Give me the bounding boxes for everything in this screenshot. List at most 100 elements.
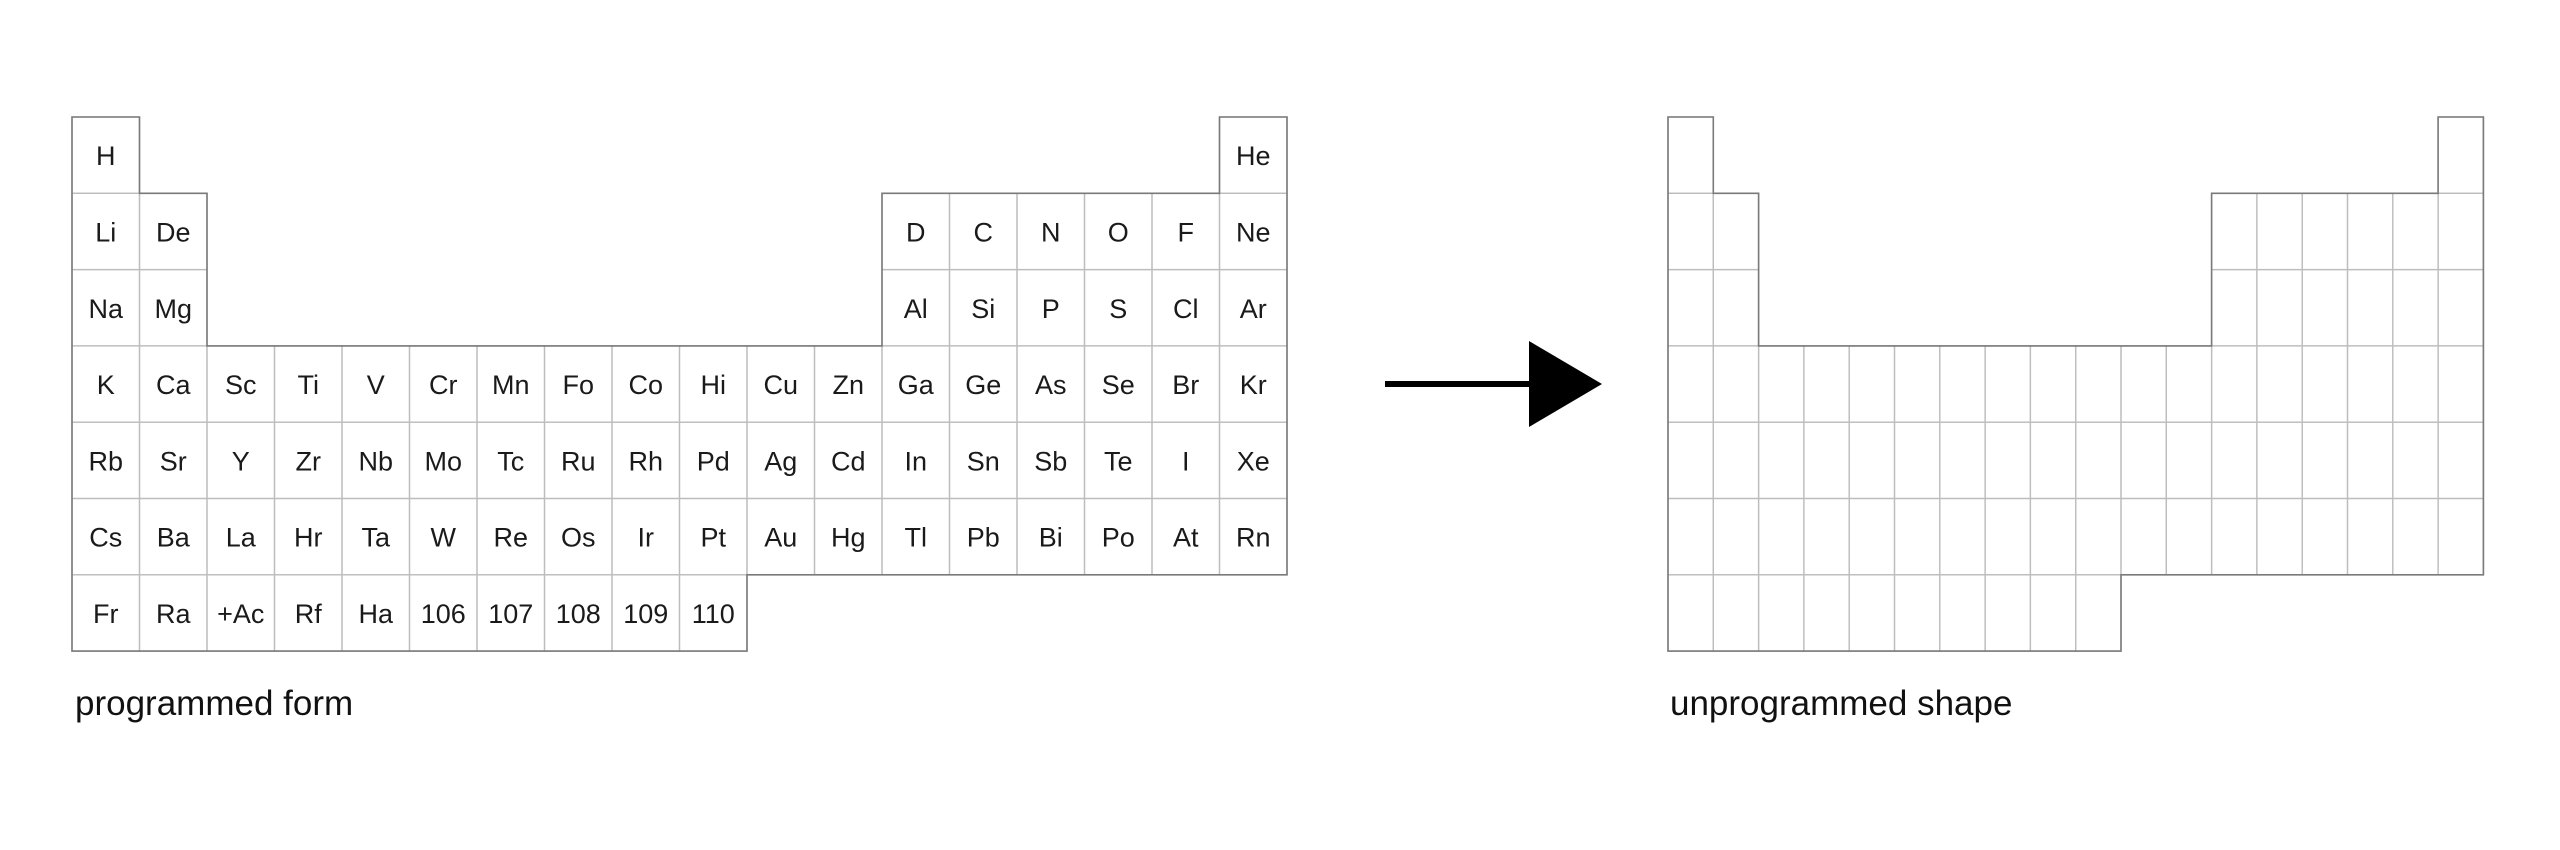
table-cell	[1757, 345, 1805, 423]
table-cell	[1939, 497, 1986, 576]
table-cell	[1893, 421, 1941, 500]
table-cell	[2120, 421, 2167, 500]
element-symbol: Sn	[967, 446, 1000, 476]
table-cell	[2210, 192, 2258, 271]
table-cell	[2029, 345, 2077, 423]
element-symbol: Br	[1172, 370, 1199, 400]
table-cell	[2301, 497, 2349, 576]
element-symbol: Ti	[298, 370, 320, 400]
table-cell	[1848, 574, 1896, 652]
element-symbol: Cd	[831, 446, 866, 476]
table-cell	[1667, 345, 1714, 423]
element-symbol: Te	[1104, 446, 1133, 476]
element-symbol: Po	[1102, 523, 1135, 553]
table-cell	[2256, 497, 2303, 576]
table-cell	[2392, 497, 2439, 576]
element-symbol: Mg	[154, 294, 192, 324]
element-symbol: Pd	[697, 446, 730, 476]
element-symbol: Pt	[700, 523, 726, 553]
element-symbol: O	[1108, 217, 1129, 247]
table-cell	[2075, 497, 2122, 576]
element-symbol: Ga	[898, 370, 935, 400]
table-cell	[2346, 421, 2394, 500]
element-symbol: Ra	[156, 599, 191, 629]
table-cell	[1984, 345, 2032, 423]
table-cell	[2256, 345, 2303, 423]
element-symbol: Bi	[1039, 523, 1063, 553]
table-cell	[2075, 421, 2122, 500]
table-cell	[1984, 574, 2032, 652]
table-cell	[1939, 574, 1986, 652]
table-cell	[1803, 497, 1850, 576]
table-cell	[1803, 421, 1850, 500]
table-cell	[2346, 345, 2394, 423]
table-cell	[2075, 345, 2122, 423]
table-cell	[1667, 268, 1714, 347]
table-cell	[2165, 421, 2213, 500]
table-cell	[1712, 268, 1760, 347]
element-symbol: He	[1236, 141, 1271, 171]
element-symbol: Ha	[358, 599, 393, 629]
element-symbol: Au	[764, 523, 797, 553]
table-cell	[2437, 421, 2485, 500]
table-cell	[2075, 574, 2122, 652]
table-cell	[1757, 421, 1805, 500]
table-cell	[1984, 497, 2032, 576]
element-symbol: Rh	[628, 446, 663, 476]
element-symbol: Hr	[294, 523, 323, 553]
element-symbol: Mo	[424, 446, 462, 476]
table-cell	[2210, 497, 2258, 576]
table-cell	[1848, 421, 1896, 500]
table-cell	[2346, 192, 2394, 271]
element-symbol: Sc	[225, 370, 257, 400]
table-cell	[2301, 192, 2349, 271]
element-symbol: P	[1042, 294, 1060, 324]
table-cell	[1803, 574, 1850, 652]
element-symbol: Fr	[93, 599, 118, 629]
element-symbol: Xe	[1237, 446, 1270, 476]
element-symbol: Ge	[965, 370, 1001, 400]
element-symbol: Cs	[89, 523, 122, 553]
element-symbol: H	[96, 141, 116, 171]
table-cell	[1667, 192, 1714, 271]
element-symbol: Ca	[156, 370, 191, 400]
element-symbol: Nb	[358, 446, 393, 476]
table-cell	[2437, 116, 2485, 194]
table-cell	[2346, 497, 2394, 576]
element-symbol: F	[1178, 217, 1195, 247]
unprogrammed-shape-caption: unprogrammed shape	[1670, 684, 2013, 723]
table-outline	[71, 116, 1288, 652]
table-cell	[2437, 268, 2485, 347]
element-symbol: Co	[628, 370, 663, 400]
table-cell	[1848, 345, 1896, 423]
element-symbol: In	[904, 446, 927, 476]
element-symbol: Se	[1102, 370, 1135, 400]
element-symbol: Rf	[295, 599, 322, 629]
table-cell	[1803, 345, 1850, 423]
element-symbol: Pb	[967, 523, 1000, 553]
element-symbol: Hg	[831, 523, 866, 553]
table-cell	[1667, 116, 1714, 194]
element-symbol: Hi	[701, 370, 727, 400]
element-symbol: Tc	[497, 446, 524, 476]
element-symbol: C	[974, 217, 994, 247]
table-cell	[1757, 574, 1805, 652]
table-cell	[1893, 574, 1941, 652]
element-symbol: Ir	[638, 523, 655, 553]
table-cell	[2210, 421, 2258, 500]
element-symbol: 106	[421, 599, 466, 629]
table-cell	[2301, 345, 2349, 423]
element-symbol: Tl	[905, 523, 928, 553]
table-cell	[1712, 574, 1760, 652]
element-symbol: Ar	[1240, 294, 1267, 324]
table-cell	[1757, 497, 1805, 576]
table-cell	[2165, 497, 2213, 576]
element-symbol: Fo	[562, 370, 594, 400]
table-cell	[1712, 421, 1760, 500]
element-symbol: Cl	[1173, 294, 1199, 324]
table-cell	[1667, 421, 1714, 500]
element-symbol: Sr	[160, 446, 187, 476]
element-symbol: W	[431, 523, 457, 553]
element-symbol: 109	[623, 599, 668, 629]
table-cell	[1667, 497, 1714, 576]
